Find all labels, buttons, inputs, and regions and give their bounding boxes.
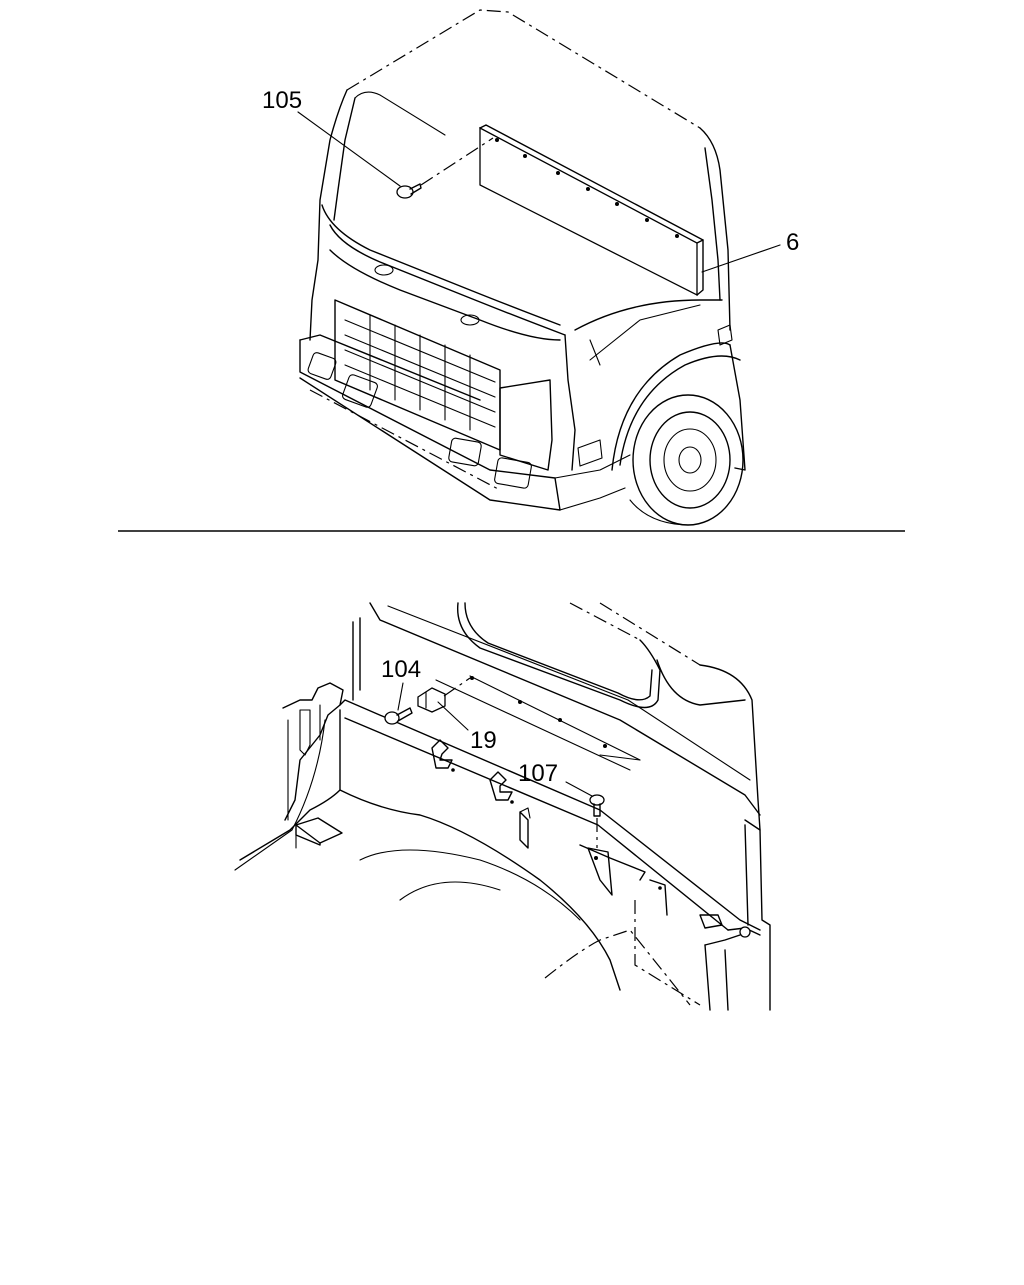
truck-cab-exterior-view: [299, 9, 746, 526]
callout-6: 6: [786, 229, 799, 256]
screw-105: [396, 183, 422, 199]
callout-104: 104: [381, 656, 421, 683]
callout-19: 19: [470, 727, 497, 754]
top-leader-lines: [297, 111, 781, 273]
screw-104: [384, 707, 413, 725]
deflector-panel: [479, 124, 704, 297]
callout-107: 107: [518, 760, 558, 787]
clip-19: [417, 687, 446, 713]
callout-105: 105: [262, 87, 302, 114]
bolt-107: [589, 794, 605, 817]
bottom-leader-lines: [397, 682, 593, 797]
cab-interior-view: [234, 602, 771, 1011]
